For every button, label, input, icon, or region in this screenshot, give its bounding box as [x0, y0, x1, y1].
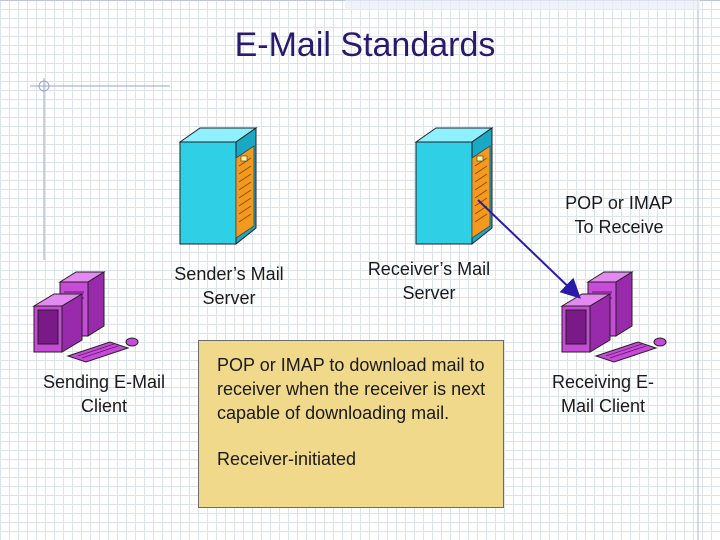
protocol-label: POP or IMAP To Receive [565, 193, 673, 237]
receiving-client-computer-icon [560, 271, 667, 363]
receiver-server-label: Receiver’s Mail Server [367, 259, 491, 303]
receiving-client-label: Receiving E-Mail Client [551, 372, 655, 416]
sender-server-label: Sender’s Mail Server [174, 264, 284, 308]
sending-client-computer-icon [32, 271, 139, 363]
callout-description: POP or IMAP to download mail to receiver… [217, 355, 486, 423]
slide-title: E-Mail Standards [234, 26, 496, 64]
sending-client-label: Sending E-Mail Client [42, 372, 166, 416]
callout-box: POP or IMAP to download mail to receiver… [198, 340, 504, 508]
sender-server-icon [178, 127, 258, 246]
receiver-server-icon [414, 127, 494, 246]
callout-tag: Receiver-initiated [217, 449, 357, 469]
